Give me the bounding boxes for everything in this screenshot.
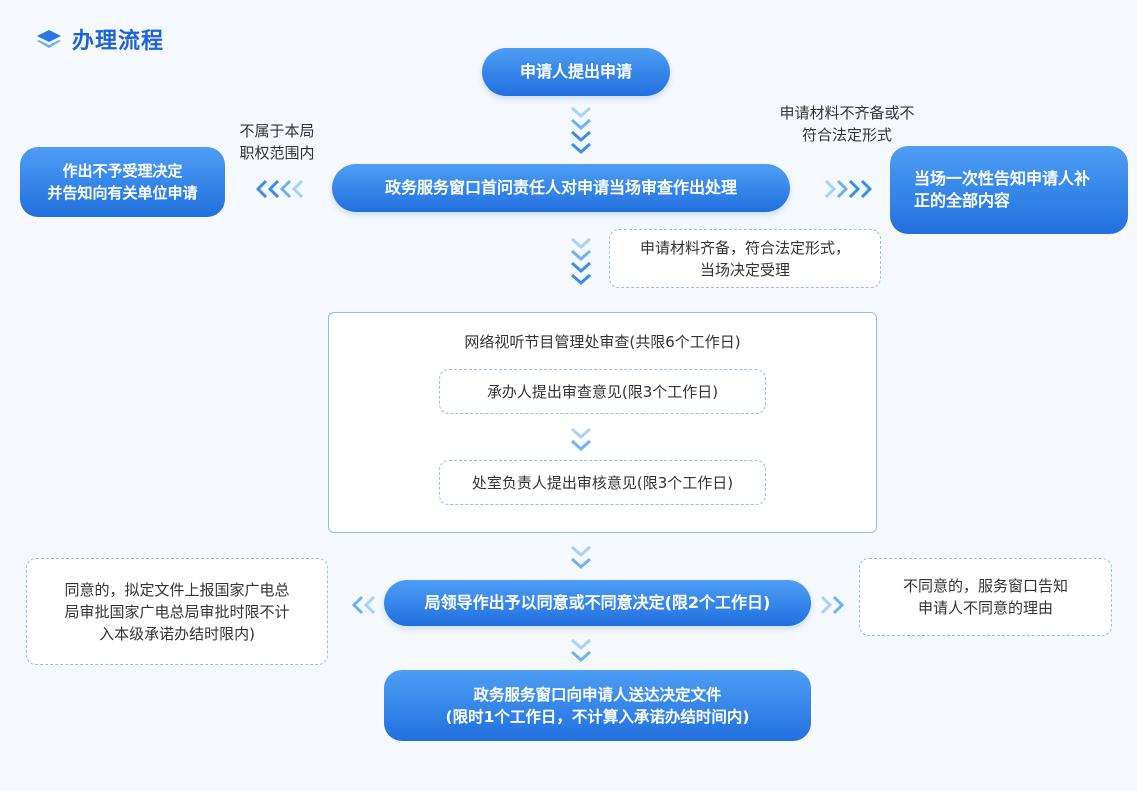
chevron-down-icon (571, 237, 591, 286)
chevron-down-icon (571, 106, 591, 155)
section-header: 办理流程 (36, 22, 164, 56)
reject-condition-label: 不属于本局 职权范围内 (239, 122, 315, 162)
agree-outcome-note: 同意的，拟定文件上报国家广电总 局审批国家广电总局审批时限不计 入本级承诺办结时… (26, 558, 328, 665)
handler-review-step: 承办人提出审查意见(限3个工作日) (439, 369, 766, 414)
chevron-left-icon (351, 595, 376, 615)
disagree-outcome-note: 不同意的，服务窗口告知 申请人不同意的理由 (859, 558, 1112, 636)
department-review-title: 网络视听节目管理处审查(共限6个工作日) (464, 333, 741, 351)
layers-icon (37, 30, 61, 48)
final-delivery-node: 政务服务窗口向申请人送达决定文件 (限时1个工作日，不计算入承诺办结时间内) (384, 670, 811, 741)
supplement-node: 当场一次性告知申请人补 正的全部内容 (890, 146, 1128, 234)
page-title: 办理流程 (72, 29, 165, 54)
chevron-down-icon (571, 638, 591, 663)
start-node: 申请人提出申请 (482, 48, 670, 96)
chevron-right-icon (820, 595, 845, 615)
chevron-down-icon (571, 545, 591, 570)
chevron-right-icon (824, 179, 873, 199)
chevron-left-icon (255, 179, 304, 199)
review-node: 政务服务窗口首问责任人对申请当场审查作出处理 (332, 164, 790, 212)
accept-condition-note: 申请材料齐备，符合法定形式， 当场决定受理 (609, 229, 881, 288)
chevron-down-icon (571, 427, 591, 452)
decision-node: 局领导作出予以同意或不同意决定(限2个工作日) (384, 580, 811, 626)
supplement-condition-label: 申请材料不齐备或不 符合法定形式 (779, 104, 915, 144)
reject-node: 作出不予受理决定 并告知向有关单位申请 (20, 147, 225, 217)
section-chief-review-step: 处室负责人提出审核意见(限3个工作日) (439, 460, 766, 505)
